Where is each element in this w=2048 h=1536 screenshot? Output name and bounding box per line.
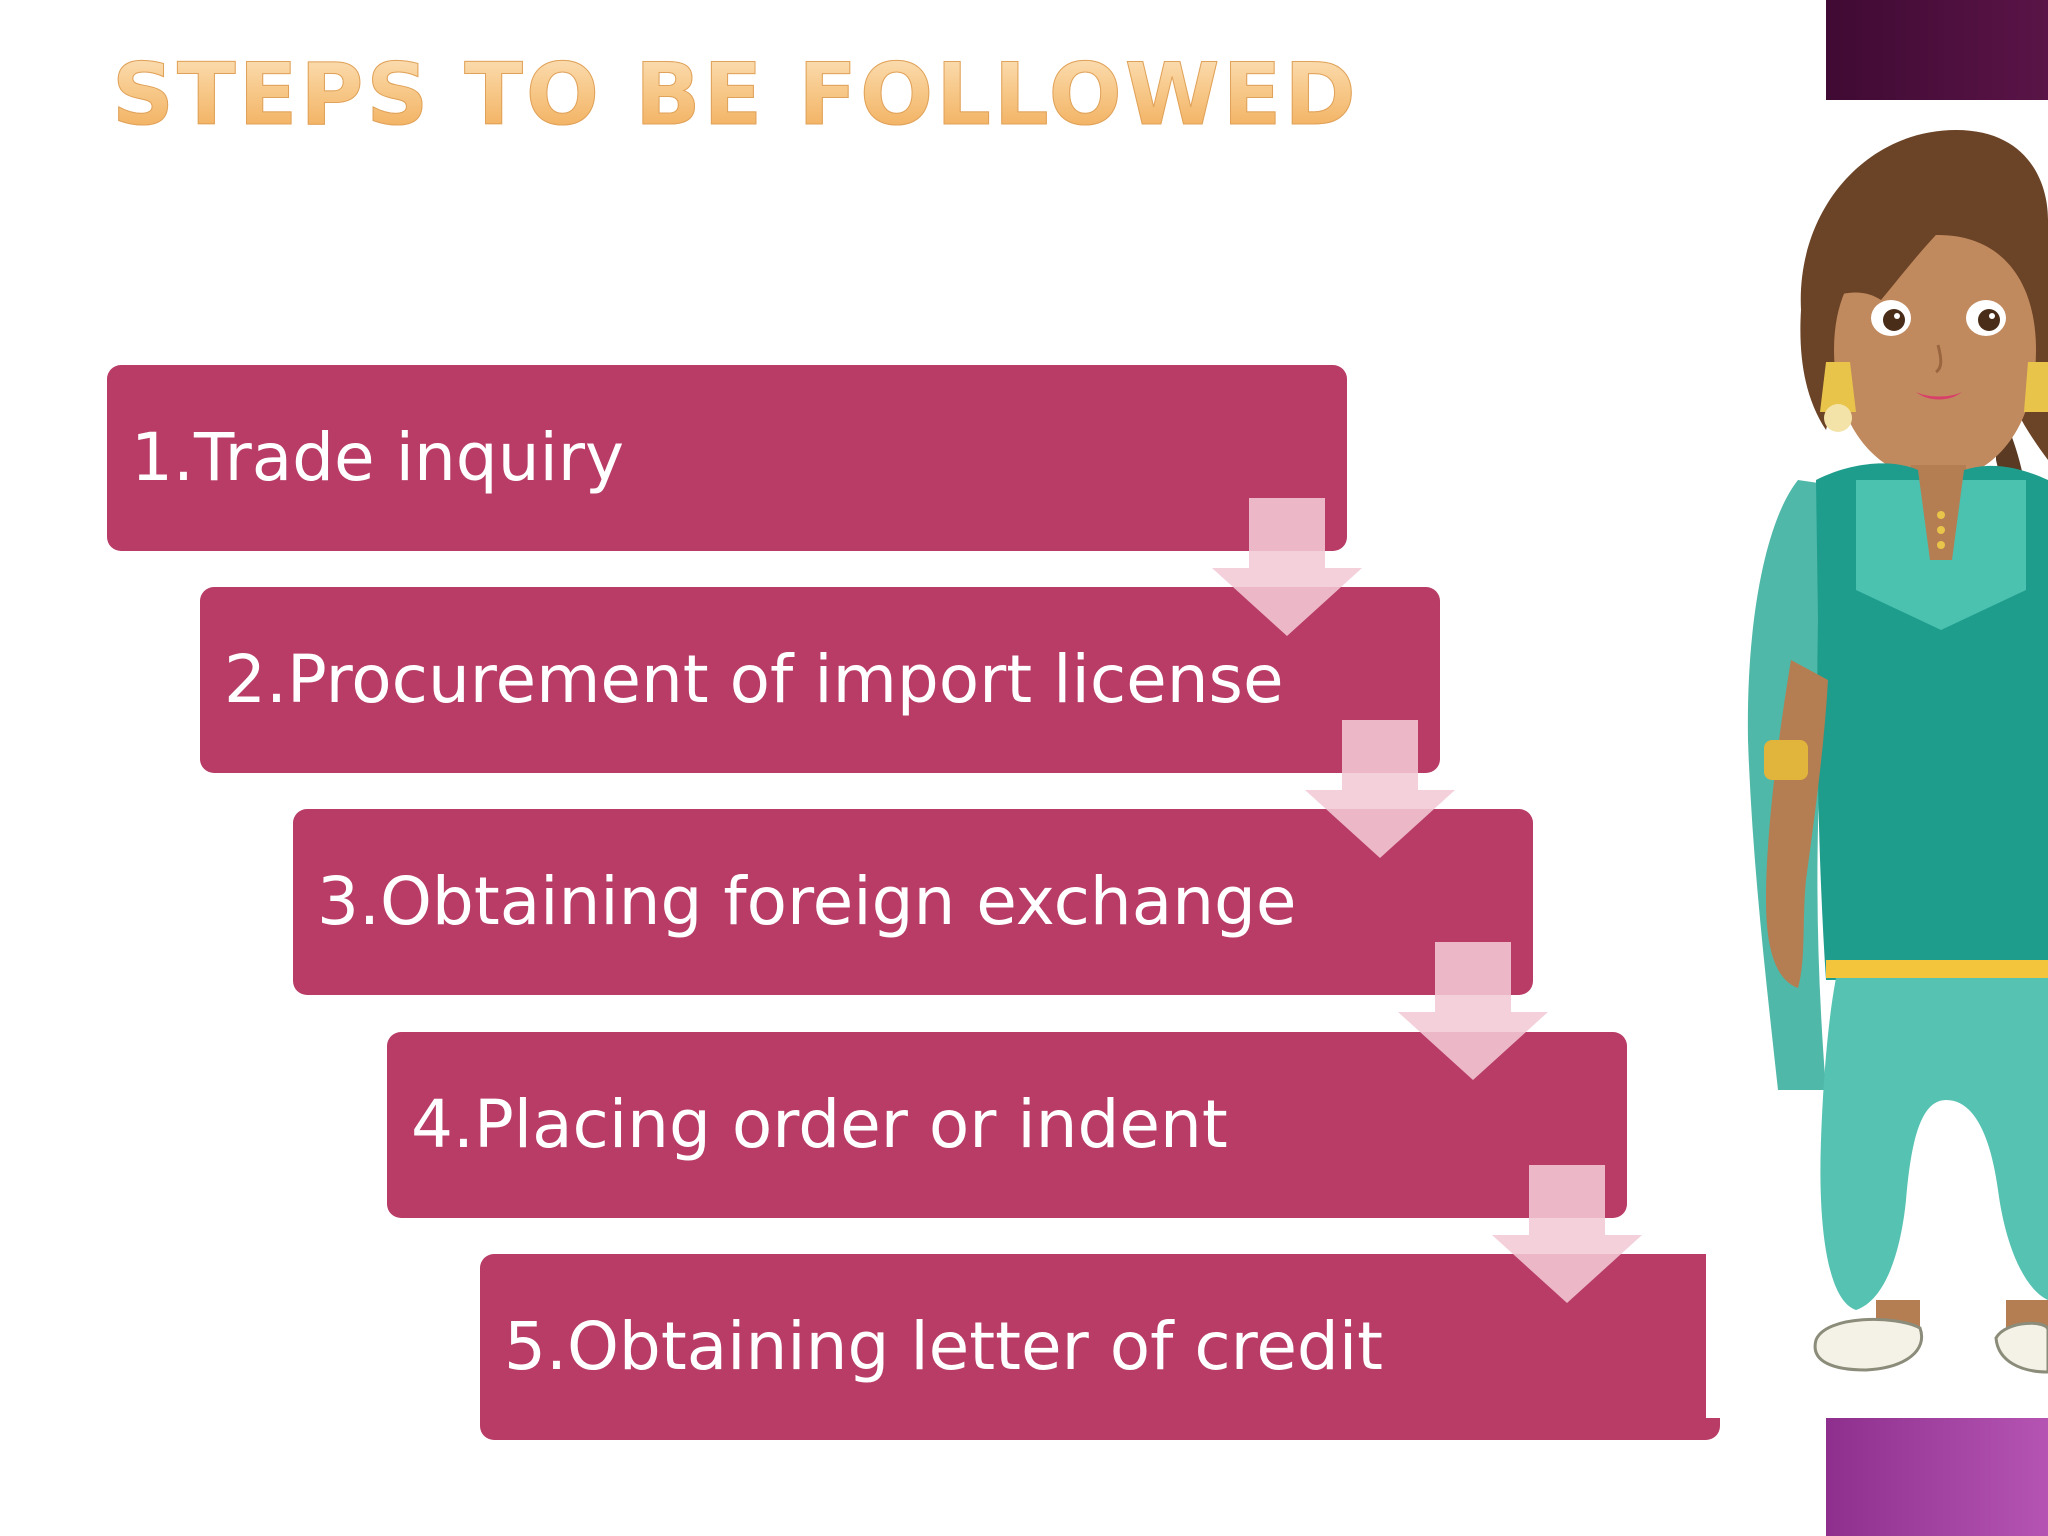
step-label-2: 2.Procurement of import license — [224, 641, 1284, 718]
step-box-4: 4.Placing order or indent — [387, 1032, 1627, 1218]
down-arrow-icon — [1398, 942, 1548, 1080]
step-box-1: 1.Trade inquiry — [107, 365, 1347, 551]
step-box-3: 3.Obtaining foreign exchange — [293, 809, 1533, 995]
step-label-3: 3.Obtaining foreign exchange — [317, 863, 1297, 940]
accent-bar-top — [1826, 0, 2048, 100]
step-box-2: 2.Procurement of import license — [200, 587, 1440, 773]
accent-bar-bottom — [1826, 1418, 2048, 1536]
down-arrow-icon — [1212, 498, 1362, 636]
woman-illustration — [1706, 100, 2048, 1418]
down-arrow-icon — [1305, 720, 1455, 858]
step-label-1: 1.Trade inquiry — [131, 419, 625, 496]
step-label-5: 5.Obtaining letter of credit — [504, 1308, 1384, 1385]
slide-title: STEPS TO BE FOLLOWED — [112, 40, 1359, 150]
step-label-4: 4.Placing order or indent — [411, 1086, 1228, 1163]
down-arrow-icon — [1492, 1165, 1642, 1303]
step-box-5: 5.Obtaining letter of credit — [480, 1254, 1720, 1440]
